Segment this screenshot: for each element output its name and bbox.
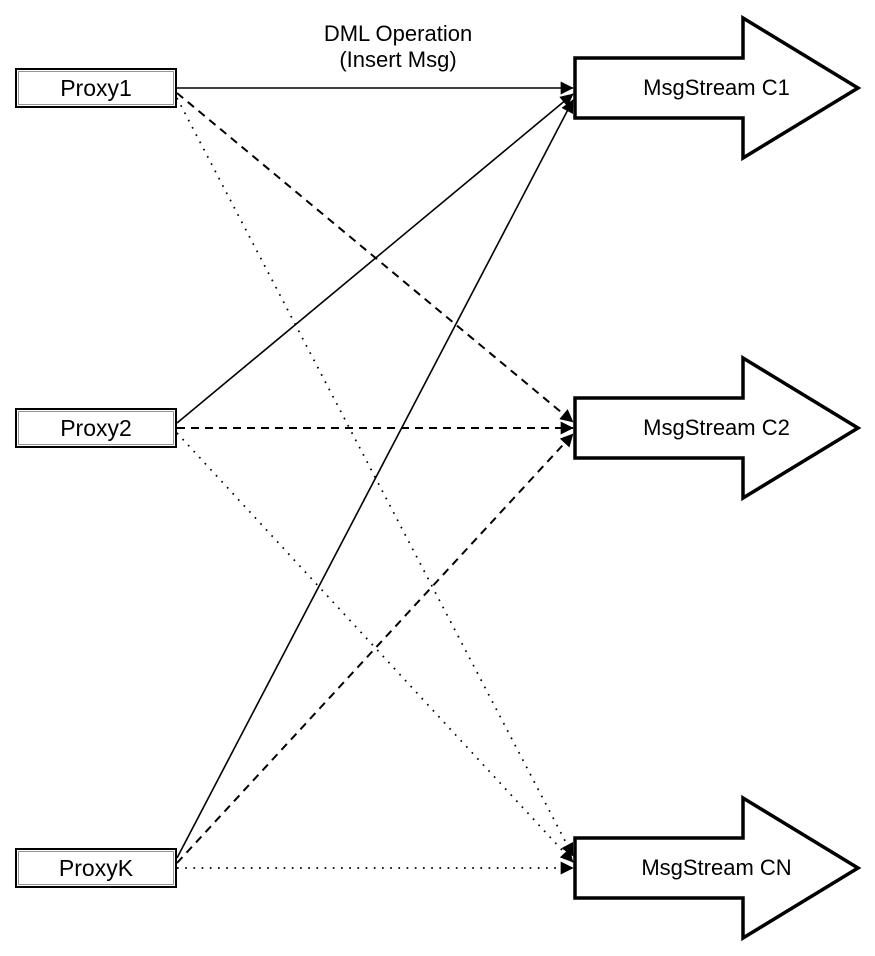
proxyk-box: ProxyK xyxy=(15,848,177,888)
msgstream-c2-label: MsgStream C2 xyxy=(643,415,790,440)
msgstream-cn-label: MsgStream CN xyxy=(641,855,792,880)
connector-proxy2-to-msgstream-c1 xyxy=(176,93,574,424)
proxyk-label: ProxyK xyxy=(58,854,134,881)
connector-lines-layer xyxy=(176,81,574,875)
connector-proxyk-to-msgstream-c2 xyxy=(176,433,574,864)
proxy2-box: Proxy2 xyxy=(15,408,177,448)
diagram-title-line2: (Insert Msg) xyxy=(339,47,457,72)
connector-proxy1-to-msgstream-cn xyxy=(176,97,574,857)
diagram-title-line1: DML Operation xyxy=(323,21,473,46)
proxy2-label: Proxy2 xyxy=(60,414,132,441)
diagram-title: DML Operation (Insert Msg) xyxy=(258,21,538,73)
msgstream-block-arrow-3 xyxy=(573,794,862,942)
block-arrow-shapes-layer xyxy=(573,14,862,942)
proxy1-box: Proxy1 xyxy=(15,68,177,108)
proxy1-label: Proxy1 xyxy=(60,74,132,101)
connector-proxyk-to-msgstream-c1 xyxy=(176,99,574,859)
msgstream-block-arrow-2 xyxy=(573,354,862,502)
msgstream-c1-label: MsgStream C1 xyxy=(643,75,790,100)
msgstream-block-arrow-1 xyxy=(573,14,862,162)
